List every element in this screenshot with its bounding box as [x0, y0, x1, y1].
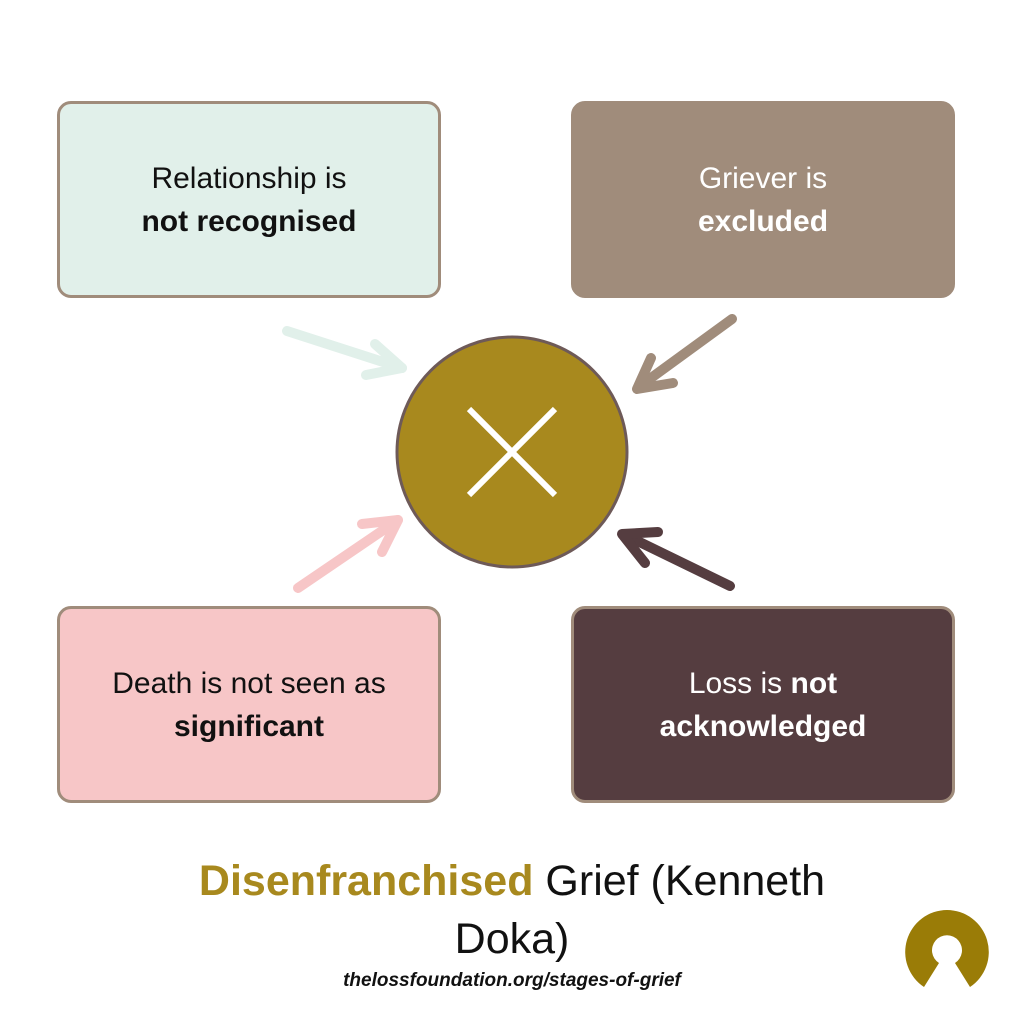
title-highlight: Disenfranchised	[198, 857, 534, 905]
card-relationship-not-recognised: Relationship is not recognised	[57, 101, 441, 298]
card-bold-text: not acknowledged	[659, 666, 867, 743]
arrow-bottom-right	[617, 527, 735, 591]
loss-foundation-logo-icon	[905, 910, 989, 987]
card-bold-text: excluded	[697, 204, 829, 238]
card-text: Griever is	[698, 161, 828, 195]
card-loss-not-acknowledged: Loss is not acknowledged	[571, 606, 955, 803]
card-text: Relationship is	[151, 161, 347, 195]
card-bold-text: significant	[173, 709, 324, 743]
card-text: Death is not seen as	[112, 666, 386, 700]
x-cross-icon	[466, 406, 558, 498]
arrow-top-right	[632, 314, 737, 394]
card-death-not-significant: Death is not seen as significant	[57, 606, 441, 803]
source-url: thelossfoundation.org/stages-of-grief	[343, 970, 681, 991]
card-text: Loss is	[688, 666, 783, 700]
arrow-top-left	[282, 326, 407, 380]
card-bold-text: not recognised	[141, 204, 357, 238]
page-title: Disenfranchised Grief (Kenneth Doka)	[0, 852, 1024, 968]
card-griever-excluded: Griever is excluded	[571, 101, 955, 298]
title-rest: Grief (Kenneth Doka)	[454, 857, 826, 963]
arrow-bottom-left	[293, 515, 403, 593]
